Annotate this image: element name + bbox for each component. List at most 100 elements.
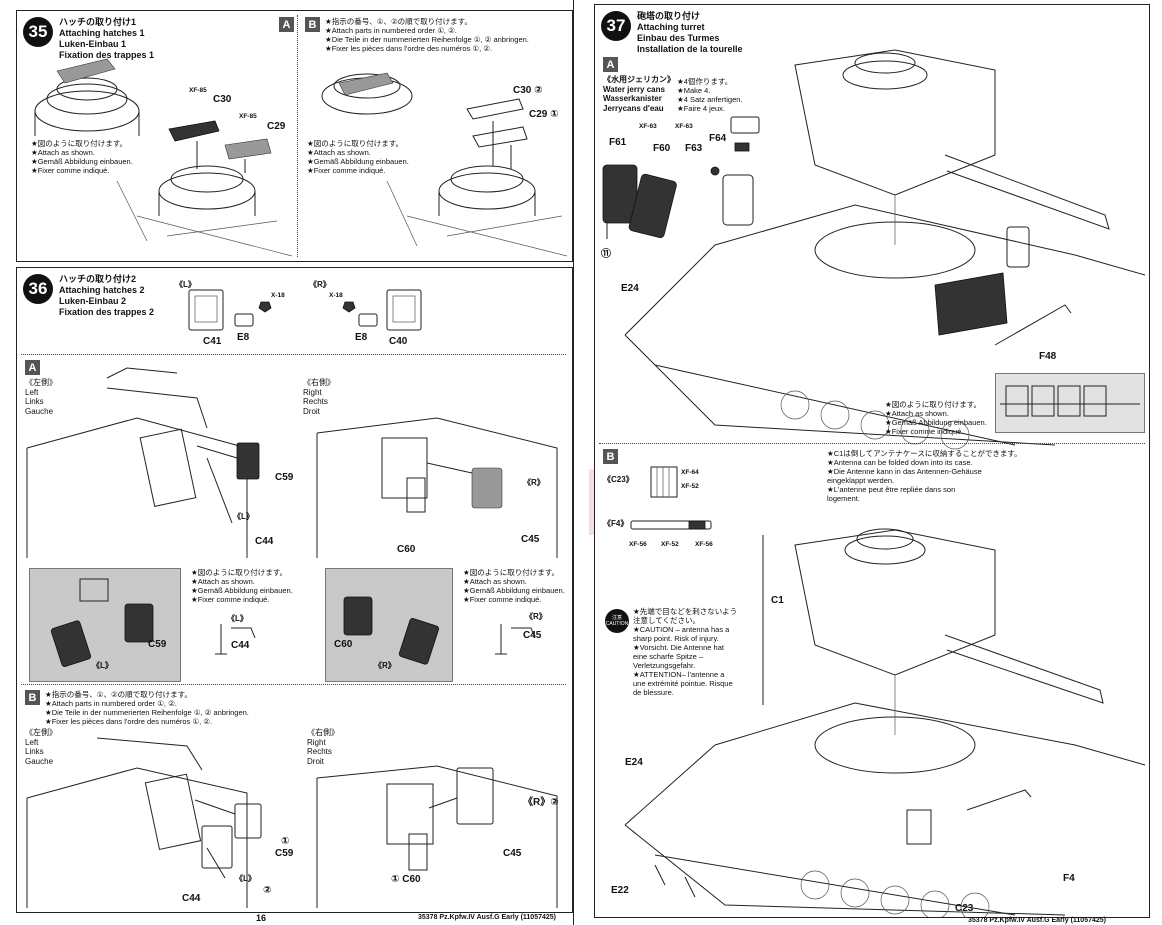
step-36-sub-left-e8: E8 — [237, 332, 250, 343]
step-36-b-part-1-left: ① — [281, 836, 290, 847]
step-36-sub-right-e8: E8 — [355, 332, 368, 343]
step-36-a-photo-right-r: 《R》 — [374, 661, 396, 670]
step-36-left-tag: 《L》 — [175, 280, 196, 289]
right-footer-code: 35378 Pz.Kpfw.IV Ausf.G Early (11057425) — [968, 917, 1106, 924]
step-37-b-c23-paint-2: XF-52 — [681, 483, 699, 490]
step-35-divider — [297, 15, 298, 257]
step-36-box-b-letter: B — [25, 690, 40, 705]
step-37-a-part-e24: E24 — [621, 283, 639, 294]
step-37-b-c23-label: 《C23》 — [603, 475, 634, 484]
step-37-b-f4-paint-3: XF-56 — [695, 541, 713, 548]
step-36-a-note-right: ★図のように取り付けます。★Attach as shown. ★Gemäß Ab… — [463, 568, 565, 604]
step-37-a-part-f61: F61 — [609, 137, 627, 148]
step-36-a-detail-left-l: 《L》 — [227, 614, 248, 623]
step-37-a-tank-drawing — [624, 49, 1146, 450]
step-36-a-photo-left-c59: C59 — [148, 639, 167, 650]
step-36-sub-right-drawing — [342, 289, 422, 331]
step-37-a-make-note: ★4個作ります。★Make 4. ★4 Satz anfertigen.★Fai… — [677, 77, 743, 113]
step-37-b-caution-note: ★先端で目などを刺さないよう注意してください。 ★CAUTION – anten… — [633, 607, 738, 697]
step-36-a-part-c45: C45 — [521, 534, 540, 545]
step-35-b-header: ★指示の番号、①、②の順で取り付けます。★Attach parts in num… — [325, 17, 529, 53]
step-37-a-part-f60: F60 — [653, 143, 671, 154]
step-37-a-jerry-title: 《水用ジェリカン》Water jerry cans Wasserkanister… — [603, 75, 675, 113]
step-36-a-photo-left-l: 《L》 — [92, 661, 113, 670]
step-37-a-paint-1: XF-63 — [639, 123, 657, 130]
step-36-a-photo-left: C59 《L》 — [29, 568, 181, 682]
step-35-a-paint-1: XF-85 — [189, 87, 207, 94]
step-37-number: 37 — [601, 11, 631, 41]
step-36-b-part-c60: ① C60 — [391, 874, 421, 885]
step-35-a-drawing — [34, 58, 293, 257]
step-37-b-f4-drawing — [630, 520, 712, 530]
step-36-b-drawing — [26, 737, 558, 908]
step-35-a-note: ★図のように取り付けます。★Attach as shown. ★Gemäß Ab… — [31, 139, 133, 175]
step-35-b-drawing — [321, 72, 568, 257]
step-37-b-part-e24: E24 — [625, 757, 643, 768]
step-37-b-c23-paint-1: XF-64 — [681, 469, 699, 476]
step-37-a-note: ★図のように取り付けます。★Attach as shown. ★Gemäß Ab… — [885, 400, 987, 436]
step-37-box-a-letter: A — [603, 57, 618, 72]
left-footer-code: 35378 Pz.Kpfw.IV Ausf.G Early (11057425) — [418, 914, 556, 921]
step-37-b-c23-drawing — [650, 466, 678, 498]
step-37-a-part-11: ⑪ — [601, 249, 611, 260]
step-36-a-detail-left-c44: C44 — [231, 640, 250, 651]
step-37-b-f4-label: 《F4》 — [603, 519, 629, 528]
step-36-b-part-c44: C44 — [182, 893, 201, 904]
step-37-a-part-f63: F63 — [685, 143, 703, 154]
step-36-a-detail-right-r: 《R》 — [525, 612, 547, 621]
step-36-sub-right-c40: C40 — [389, 336, 408, 347]
step-37-b-part-f4: F4 — [1063, 873, 1075, 884]
step-35-a-part-c30: C30 — [213, 94, 232, 105]
caution-icon: 注意 CAUTION — [605, 609, 629, 633]
step-37-box-b-letter: B — [603, 449, 618, 464]
step-35-number: 35 — [23, 17, 53, 47]
step-36-a-note-left: ★図のように取り付けます。★Attach as shown. ★Gemäß Ab… — [191, 568, 293, 604]
step-37-b-tank-drawing — [624, 528, 1146, 917]
step-36-a-part-c44: C44 — [255, 536, 274, 547]
step-36-b-header: ★指示の番号、①、②の順で取り付けます。★Attach parts in num… — [45, 690, 249, 726]
step-36-b-part-c59: C59 — [275, 848, 294, 859]
step-37-a-paint-2: XF-63 — [675, 123, 693, 130]
step-35-b-part-c30: C30 ② — [513, 85, 543, 96]
step-36-a-photo-right-c60: C60 — [334, 639, 353, 650]
step-36-a-detail-left — [215, 624, 256, 655]
step-37-a-photo — [995, 373, 1145, 433]
step-35-a-paint-2: XF-85 — [239, 113, 257, 120]
step-36-box-a-letter: A — [25, 360, 40, 375]
step-35-box-b-letter: B — [305, 17, 320, 32]
step-36-sub-right-paint: X-18 — [329, 292, 343, 299]
step-35-b-note: ★図のように取り付けます。★Attach as shown. ★Gemäß Ab… — [307, 139, 409, 175]
step-36-a-part-c59: C59 — [275, 472, 294, 483]
step-36-a-photo-right: C60 《R》 — [325, 568, 453, 682]
step-36-b-part-2-left: ② — [263, 885, 272, 896]
step-36-a-detail-right — [495, 624, 536, 655]
left-page-number: 16 — [256, 913, 267, 923]
step-37-b-antenna-note: ★C1は倒してアンテナケースに収納することができます。★Antenna can … — [827, 449, 1022, 503]
step-36-a-part-r: 《R》 — [523, 478, 545, 487]
step-36-a-drawing — [26, 367, 558, 558]
step-36-right-tag: 《R》 — [309, 280, 331, 289]
step-36-a-part-c60: C60 — [397, 544, 416, 555]
step-37-b-part-c1: C1 — [771, 595, 784, 606]
step-35-a-part-c29: C29 — [267, 121, 286, 132]
step-36-b-part-l: 《L》 — [235, 874, 256, 883]
step-36-sub-left-c41: C41 — [203, 336, 222, 347]
step-37-a-part-f48: F48 — [1039, 351, 1057, 362]
step-37-a-jerry-drawing — [602, 116, 760, 239]
step-35-box-a-letter: A — [279, 17, 294, 32]
step-36-b-part-r2: 《R》② — [523, 797, 559, 808]
step-36-a-part-l: 《L》 — [233, 512, 254, 521]
step-36-a-detail-right-c45: C45 — [523, 630, 542, 641]
step-35-b-part-c29: C29 ① — [529, 109, 559, 120]
